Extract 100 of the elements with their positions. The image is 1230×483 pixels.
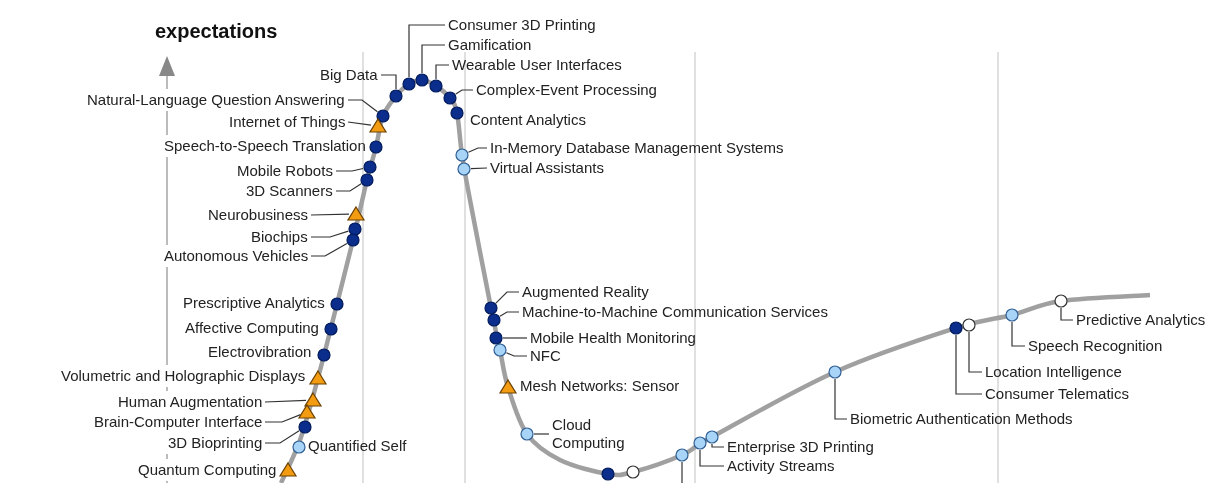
circle-marker: [348, 222, 362, 236]
technology-label: Activity Streams: [727, 457, 835, 475]
technology-label: Virtual Assistants: [490, 159, 604, 177]
circle-marker: [455, 148, 469, 162]
technology-label: Machine-to-Machine Communication Services: [522, 303, 828, 321]
leader-line: [968, 331, 983, 373]
technology-label: Predictive Analytics: [1076, 311, 1206, 329]
leader-line: [335, 183, 362, 192]
leader-line: [681, 461, 683, 483]
leader-line: [502, 337, 528, 339]
leader-line: [435, 64, 450, 80]
circle-marker: [450, 106, 464, 120]
technology-label: 3D Scanners: [246, 182, 333, 200]
circle-marker: [429, 79, 443, 93]
circle-marker: [415, 73, 429, 87]
technology-label: Internet of Things: [229, 113, 346, 131]
leader-line: [455, 89, 474, 95]
circle-marker: [1054, 294, 1068, 308]
technology-label: Quantified Self: [308, 437, 407, 455]
circle-marker: [443, 91, 457, 105]
leader-line: [470, 167, 488, 170]
leader-line: [421, 44, 446, 74]
circle-marker: [693, 436, 707, 450]
leader-line: [310, 230, 349, 238]
circle-marker: [292, 440, 306, 454]
technology-label: Complex-Event Processing: [476, 81, 657, 99]
leader-line: [495, 291, 520, 304]
leader-line: [264, 414, 302, 423]
technology-label: Consumer Telematics: [985, 385, 1129, 403]
leader-line: [699, 449, 725, 467]
technology-label: Mobile Robots: [237, 162, 333, 180]
technology-label: Biometric Authentication Methods: [850, 410, 1073, 428]
triangle-marker: [278, 461, 298, 477]
circle-marker: [457, 162, 471, 176]
technology-label: 3D Bioprinting: [168, 434, 263, 452]
technology-label: Prescriptive Analytics: [183, 294, 325, 312]
leader-line: [335, 167, 364, 172]
circle-marker: [962, 318, 976, 332]
circle-marker: [1005, 308, 1019, 322]
leader-line: [347, 99, 379, 113]
circle-marker: [489, 331, 503, 345]
technology-label: Augmented Reality: [522, 283, 649, 301]
technology-label: Speech-to-Speech Translation: [164, 137, 366, 155]
technology-label: Mesh Networks: Sensor: [520, 377, 680, 395]
technology-label: Consumer 3D Printing: [448, 16, 596, 34]
circle-marker: [360, 173, 374, 187]
leader-line: [347, 121, 372, 126]
circle-marker: [828, 365, 842, 379]
technology-label: NFC: [530, 347, 561, 365]
leader-line: [711, 443, 725, 448]
technology-label: Electrovibration: [208, 343, 312, 361]
technology-label: Human Augmentation: [118, 393, 263, 411]
triangle-marker: [498, 378, 518, 394]
circle-marker: [376, 109, 390, 123]
technology-label: Enterprise 3D Printing: [727, 438, 874, 456]
technology-label: Affective Computing: [185, 319, 319, 337]
technology-label: Gamification: [448, 36, 532, 54]
circle-marker: [402, 77, 416, 91]
technology-label: Content Analytics: [470, 111, 586, 129]
technology-label: In-Memory Database Management Systems: [490, 139, 784, 157]
technology-label: Neurobusiness: [208, 206, 309, 224]
circle-marker: [949, 321, 963, 335]
leader-line: [955, 334, 983, 395]
leader-line: [408, 24, 446, 78]
circle-marker: [330, 297, 344, 311]
circle-marker: [317, 348, 331, 362]
circle-marker: [346, 233, 360, 247]
technology-label: Speech Recognition: [1028, 337, 1163, 355]
circle-marker: [324, 322, 338, 336]
technology-label: Big Data: [320, 66, 378, 84]
technology-label: Location Intelligence: [985, 363, 1122, 381]
leader-line: [1011, 321, 1026, 347]
leader-line: [310, 213, 350, 216]
technology-label: Cloud Computing: [552, 416, 632, 452]
circle-marker: [298, 420, 312, 434]
technology-label: Biochips: [251, 228, 308, 246]
leader-line: [533, 433, 550, 435]
leader-line: [1060, 307, 1074, 321]
technology-label: Natural-Language Question Answering: [87, 91, 345, 109]
leader-line: [499, 311, 520, 317]
leader-line: [264, 430, 300, 444]
technology-label: Quantum Computing: [138, 461, 277, 479]
circle-marker: [705, 430, 719, 444]
triangle-marker: [368, 117, 388, 133]
triangle-marker: [303, 391, 323, 407]
triangle-marker: [308, 369, 328, 385]
leader-line: [310, 242, 348, 257]
circle-marker: [520, 427, 534, 441]
leader-line: [834, 378, 848, 420]
circle-marker: [601, 467, 615, 481]
axis-title: expectations: [155, 20, 278, 43]
technology-label: Wearable User Interfaces: [452, 56, 622, 74]
circle-marker: [626, 465, 640, 479]
technology-label: Brain-Computer Interface: [94, 413, 263, 431]
triangle-marker: [346, 205, 366, 221]
technology-label: Mobile Health Monitoring: [530, 329, 696, 347]
technology-label: Autonomous Vehicles: [164, 247, 309, 265]
technology-label: Volumetric and Holographic Displays: [61, 367, 306, 385]
leader-line: [264, 399, 307, 403]
circle-marker: [493, 343, 507, 357]
